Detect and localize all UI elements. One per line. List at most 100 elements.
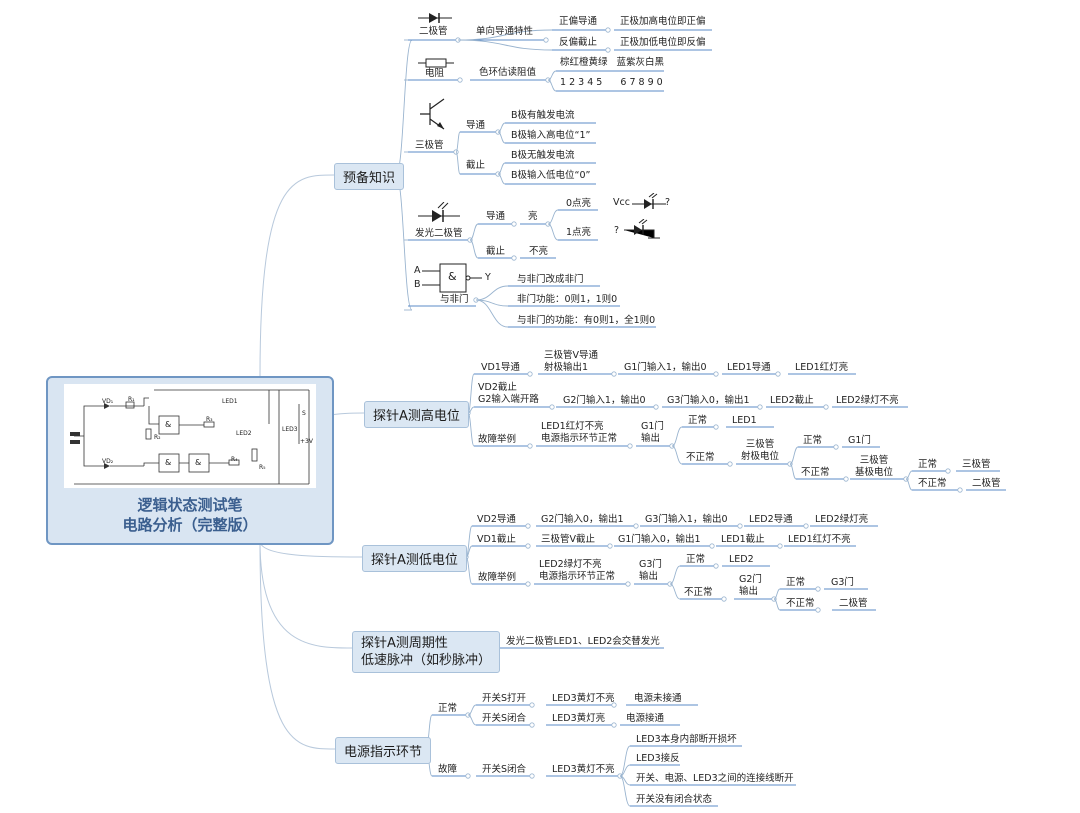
connector-dot <box>727 461 733 467</box>
curve-line <box>547 209 559 225</box>
connector-dot <box>823 404 829 410</box>
curve-line <box>547 223 559 241</box>
curve-line <box>467 704 477 716</box>
diode-forward: 正偏导通 <box>559 16 598 27</box>
transistor-off-1: B极无触发电流 <box>511 150 575 161</box>
power-fault-cause-3: 开关、电源、LED3之间的连接线断开 <box>636 773 794 784</box>
connector-dot <box>653 404 659 410</box>
circuit-led3: LED3 <box>282 426 298 433</box>
connector-dot <box>815 586 821 592</box>
power-normal-r2-switch: 开关S闭合 <box>482 713 527 724</box>
nand-note-2: 非门功能：0则1，1则0 <box>517 294 618 305</box>
low-fault-label: 故障举例 <box>478 572 517 583</box>
connector-dot <box>843 476 849 482</box>
curve-line <box>773 588 781 600</box>
led-zero-lit: 0点亮 <box>566 198 592 209</box>
root-connector <box>259 540 353 649</box>
power-normal-r1-led: LED3黄灯不亮 <box>552 693 615 704</box>
connector-dot <box>607 543 613 549</box>
curve-line <box>455 151 461 175</box>
diode-symbol-icon <box>418 13 452 23</box>
resistor-colors: 棕红橙黄绿 蓝紫灰白黑 <box>560 57 665 68</box>
connector-dot <box>527 443 533 449</box>
connector-dot <box>713 371 719 377</box>
connector-dot <box>527 371 533 377</box>
low-fault-bad: 不正常 <box>684 587 713 598</box>
high-row2-item2: G3门输入0，输出1 <box>667 395 750 406</box>
power-normal-r1-result: 电源未接通 <box>634 693 682 704</box>
diode-reverse: 反偏截止 <box>559 37 598 48</box>
circuit-gate-g3: & <box>195 458 202 467</box>
power-fault: 故障 <box>438 764 458 775</box>
high-row2-item0: VD2截止 G2输入端开路 <box>478 382 539 405</box>
circuit-led2: LED2 <box>236 430 252 437</box>
connector-dot <box>611 702 617 708</box>
low-row2-item2: G1门输入0，输出1 <box>618 534 701 545</box>
high-row1-item4: LED1红灯亮 <box>795 362 849 373</box>
high-fault-symptom: LED1红灯不亮 电源指示环节正常 <box>541 421 618 444</box>
led-unlit: 不亮 <box>529 246 549 257</box>
circuit-vcc: +3V <box>300 438 313 445</box>
power-normal-r2-led: LED3黄灯亮 <box>552 713 606 724</box>
root-node[interactable]: VD₁ VD₂ R₁ R₂ R₃ R₄ R₅ LED1 LED2 LED3 S … <box>46 376 334 545</box>
power-normal-r2-result: 电源接通 <box>626 713 665 724</box>
connector-dot <box>525 523 531 529</box>
nand-input-a: A <box>414 265 421 276</box>
curve-line <box>619 775 631 807</box>
branch-prerequisites[interactable]: 预备知识 <box>334 163 405 190</box>
connector-dot <box>605 47 611 53</box>
resistor-rule: 色环估读阻值 <box>479 67 537 78</box>
branch-power-indicator[interactable]: 电源指示环节 <box>335 737 432 764</box>
nand-note-3: 与非门的功能：有0则1，全1则0 <box>517 315 656 326</box>
low-row1-item3: LED2导通 <box>749 514 793 525</box>
curve-line <box>547 79 557 92</box>
connector-dot <box>511 255 517 261</box>
curve-line <box>905 478 913 491</box>
high-fault-ok3-result: 三极管 <box>962 459 991 470</box>
connector-dot <box>511 221 517 227</box>
nand-gate-amp: & <box>448 270 457 283</box>
circuit-r3: R₃ <box>206 416 213 423</box>
diode-reverse-note: 正极加低电位即反偏 <box>620 37 706 48</box>
high-row2-item3: LED2截止 <box>770 395 814 406</box>
power-fault-switch: 开关S闭合 <box>482 764 527 775</box>
connector-dot <box>815 607 821 613</box>
connector-dot <box>709 543 715 549</box>
high-row1-item2: G1门输入1，输出0 <box>624 362 707 373</box>
led-on: 导通 <box>486 211 506 222</box>
root-title-line2: 电路分析（完整版） <box>122 516 258 534</box>
curve-line <box>619 745 631 777</box>
transistor-on: 导通 <box>466 120 486 131</box>
curve-line <box>469 223 479 241</box>
low-fault-ok2-result: G3门 <box>831 577 854 588</box>
transistor-off: 截止 <box>466 160 486 171</box>
branch-probe-low[interactable]: 探针A测低电位 <box>362 545 467 572</box>
power-fault-cause-2: LED3接反 <box>636 753 680 764</box>
transistor-label: 三极管 <box>415 140 444 151</box>
curve-line <box>669 583 681 600</box>
curve-line <box>497 173 506 185</box>
high-fault-bad2: 不正常 <box>801 467 830 478</box>
circuit-led1: LED1 <box>222 398 238 405</box>
curve-line <box>669 565 681 585</box>
circuit-r1: R₁ <box>128 396 135 403</box>
high-fault-ok2: 正常 <box>803 435 823 446</box>
nand-label: 与非门 <box>440 294 469 305</box>
led-vcc: Vcc <box>613 197 630 208</box>
connector-dot <box>945 468 951 474</box>
curve-line <box>467 714 477 726</box>
curve-line <box>457 39 553 51</box>
high-fault-ok-result: LED1 <box>732 415 757 426</box>
power-normal: 正常 <box>438 703 458 714</box>
high-fault-bad: 不正常 <box>686 452 715 463</box>
connector-dot <box>737 523 743 529</box>
connector-line <box>395 39 413 176</box>
connector-line <box>395 174 413 311</box>
branch-probe-high[interactable]: 探针A测高电位 <box>364 401 469 428</box>
pulse-note: 发光二极管LED1、LED2会交替发光 <box>506 636 660 647</box>
high-row1-item0: VD1导通 <box>481 362 520 373</box>
power-normal-r1-switch: 开关S打开 <box>482 693 527 704</box>
connector-dot <box>721 596 727 602</box>
branch-probe-pulse[interactable]: 探针A测周期性 低速脉冲（如秒脉冲） <box>352 631 501 673</box>
low-row2-item4: LED1红灯不亮 <box>788 534 851 545</box>
